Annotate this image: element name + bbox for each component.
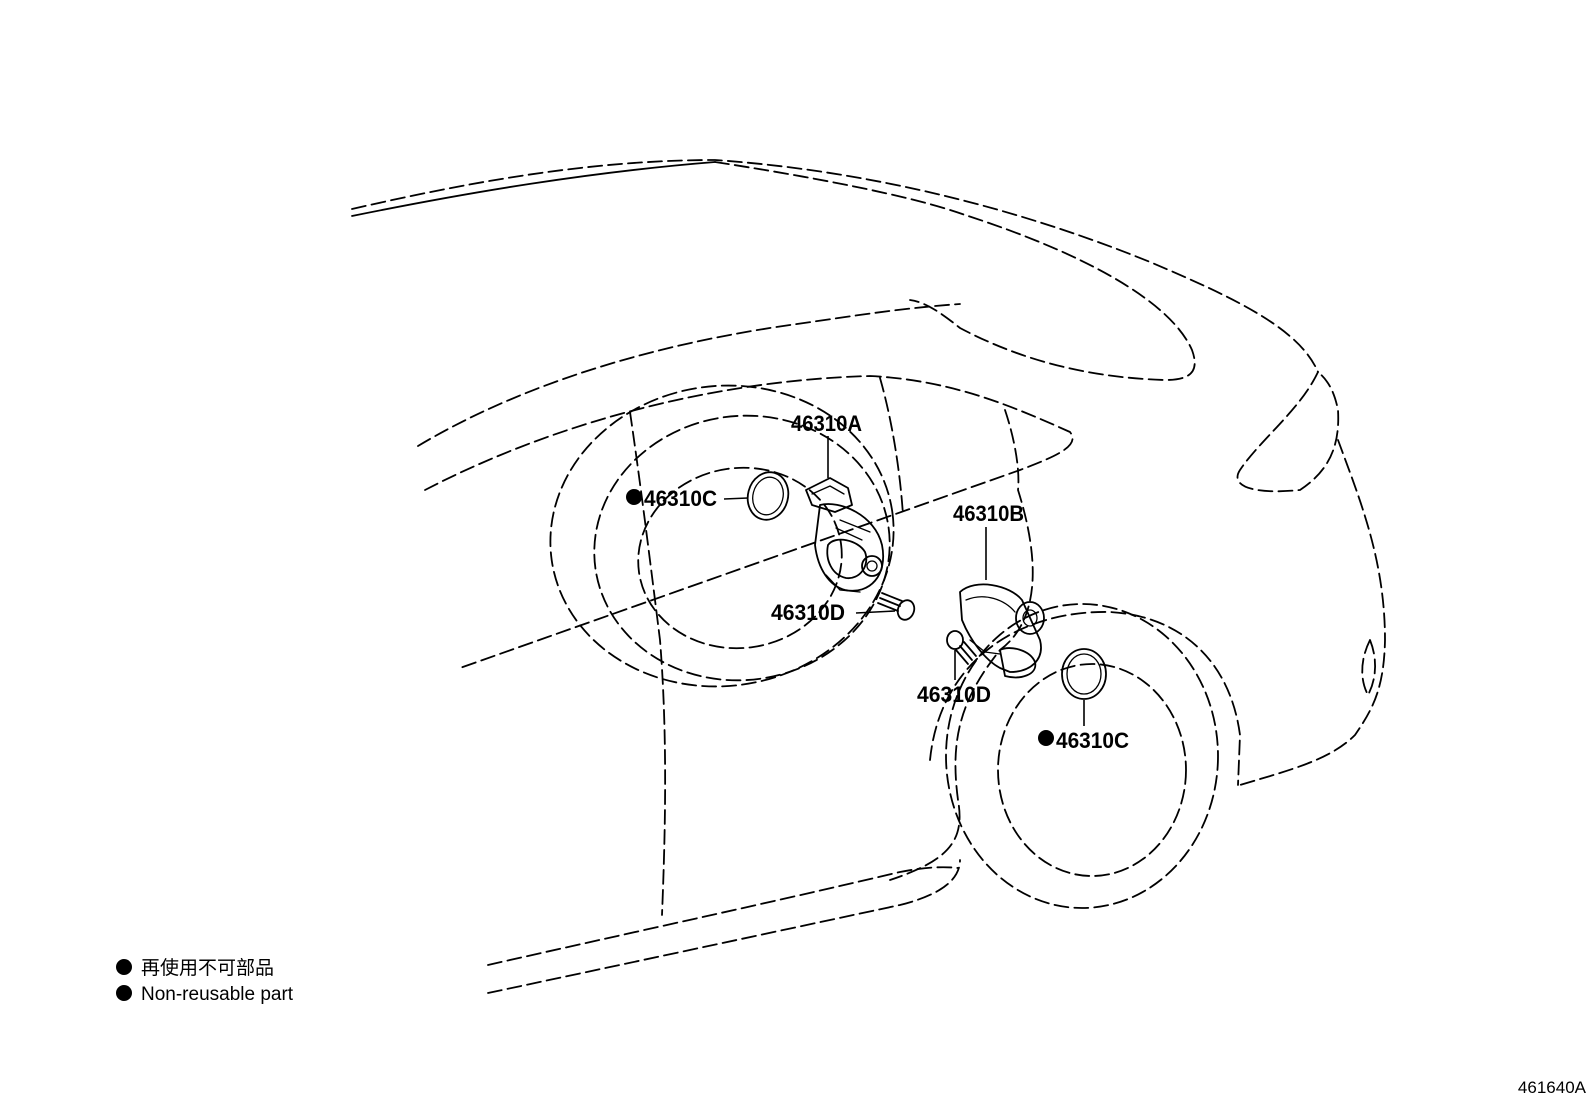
shoulder-line <box>417 303 961 447</box>
right-wheel-rim <box>997 663 1187 877</box>
seal-ring-right <box>1061 648 1107 700</box>
roof-line-outer <box>351 159 1319 373</box>
bolt-left <box>877 592 916 621</box>
parking-brake-actuator-right <box>959 583 1045 679</box>
label-46310c-left: 46310C <box>644 486 717 511</box>
left-wheel-rim <box>637 466 843 650</box>
label-46310a: 46310A <box>791 411 862 436</box>
legend-marker-japanese <box>116 959 132 975</box>
rear-lamp-line <box>1361 639 1376 696</box>
callout-labels: 46310A 46310B 46310C 46310D 46310D 46310… <box>626 411 1129 753</box>
leader-46310c-left <box>723 497 749 500</box>
legend-text-japanese: 再使用不可部品 <box>141 957 274 979</box>
legend-text-english: Non-reusable part <box>141 984 294 1005</box>
rear-bumper-line <box>1239 439 1386 786</box>
right-tire-outer <box>945 603 1219 909</box>
label-46310d-right: 46310D <box>917 682 991 707</box>
leader-lines <box>723 436 1085 726</box>
legend: 再使用不可部品 Non-reusable part <box>116 957 294 1005</box>
leader-46310d-left <box>855 610 896 614</box>
door-seam-rear <box>879 377 904 516</box>
legend-marker-english <box>116 985 132 1001</box>
window-sill-line <box>424 375 1074 669</box>
rear-wheel-arch <box>929 611 1241 786</box>
right-wheel <box>945 603 1219 909</box>
roof-line-inner <box>351 161 716 217</box>
rear-window-line <box>714 161 1196 381</box>
rear-quarter-line <box>1236 371 1340 493</box>
label-46310d-left: 46310D <box>771 600 845 625</box>
non-reusable-marker-right <box>1038 730 1054 746</box>
label-46310c-right: 46310C <box>1056 728 1129 753</box>
vehicle-body-outline <box>351 159 1386 994</box>
rocker-line-lower <box>487 859 961 994</box>
label-46310b: 46310B <box>953 501 1024 526</box>
non-reusable-marker-left <box>626 489 642 505</box>
bolt-right <box>946 630 977 665</box>
left-wheel <box>549 384 895 688</box>
left-tire-inner <box>593 414 891 682</box>
left-tire-outer <box>549 384 895 688</box>
parking-brake-actuator-left <box>805 477 884 593</box>
door-seam-front <box>629 411 667 916</box>
figure-id: 461640A <box>1518 1078 1587 1097</box>
seal-ring-left <box>746 471 790 521</box>
rocker-line-upper <box>487 866 959 966</box>
